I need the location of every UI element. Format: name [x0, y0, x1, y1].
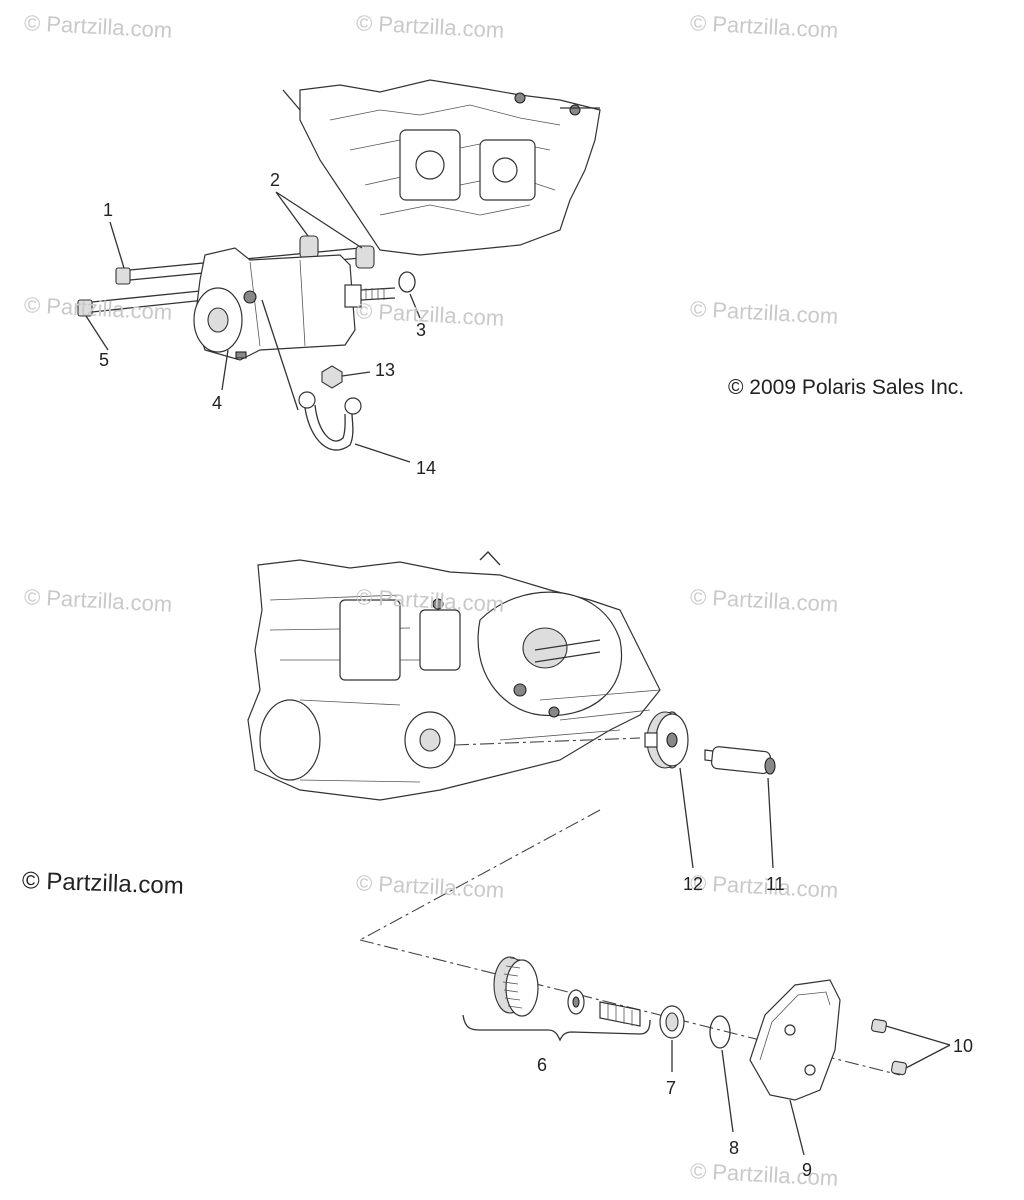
dowel-upper [299, 235, 319, 259]
callout-2: 2 [270, 170, 281, 190]
o-ring-8 [709, 1015, 731, 1049]
copyright-notice: © 2009 Polaris Sales Inc. [728, 376, 965, 399]
callout-13: 13 [375, 360, 396, 380]
callout-10: 10 [953, 1036, 974, 1056]
bearing-7 [659, 1005, 685, 1039]
gear-12 [644, 711, 689, 769]
callout-4: 4 [212, 393, 223, 413]
callout-8: 8 [729, 1138, 740, 1158]
o-ring-3 [398, 271, 416, 293]
nut-13 [321, 365, 343, 389]
gear-assembly-6 [462, 956, 651, 1042]
lower-engine-assembly [247, 551, 661, 801]
callout-6: 6 [537, 1055, 548, 1075]
callout-5: 5 [99, 350, 110, 370]
upper-leader-lines [85, 191, 421, 463]
callout-7: 7 [666, 1078, 677, 1098]
bolt-5 [77, 289, 211, 317]
starter-motor [193, 247, 396, 361]
callout-14: 14 [416, 458, 437, 478]
callout-9: 9 [802, 1160, 813, 1180]
watermark-dark: © Partzilla.com [21, 867, 185, 900]
callout-12: 12 [683, 874, 704, 894]
shaft-11 [704, 746, 776, 775]
lower-leader-lines [671, 767, 951, 1156]
screws-10 [870, 1018, 908, 1076]
starter-cable-14 [298, 391, 362, 451]
cover-9 [749, 979, 841, 1101]
upper-engine-block [282, 79, 601, 256]
callout-3: 3 [416, 320, 427, 340]
callout-11: 11 [766, 874, 785, 894]
dowel-lower [355, 245, 375, 269]
callout-1: 1 [103, 200, 114, 220]
